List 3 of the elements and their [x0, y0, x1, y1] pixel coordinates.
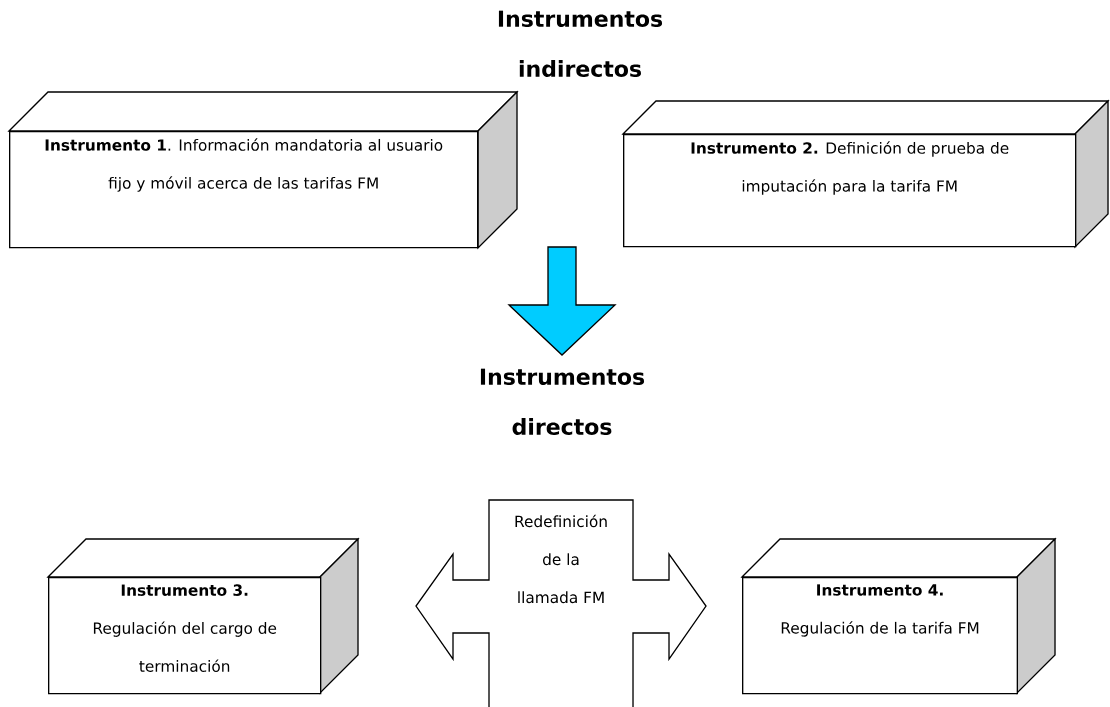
block-arrow [507, 246, 617, 356]
heading: Instrumentos directos [480, 368, 645, 435]
heading: Instrumentos indirectos [498, 10, 663, 77]
